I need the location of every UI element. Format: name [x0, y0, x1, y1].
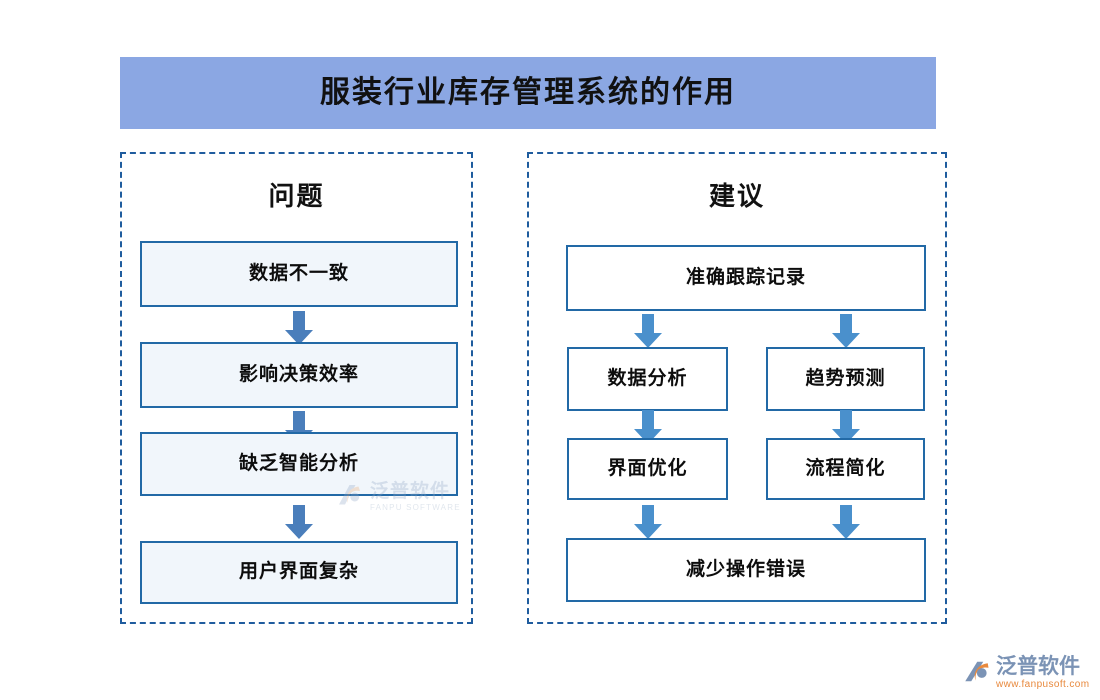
node-advice-5[interactable]: 流程简化: [766, 438, 925, 500]
arrow-advice-3-to-5: [832, 410, 860, 444]
title-banner: 服装行业库存管理系统的作用: [120, 57, 936, 129]
panel-problem: 问题: [120, 152, 473, 624]
node-problem-1-label: 数据不一致: [248, 262, 349, 284]
brand-name: 泛普软件: [996, 655, 1080, 678]
node-problem-3-label: 缺乏智能分析: [238, 452, 359, 474]
node-problem-3[interactable]: 缺乏智能分析: [140, 432, 458, 496]
node-problem-2-label: 影响决策效率: [238, 363, 359, 385]
arrow-problem-3-to-4: [285, 505, 313, 539]
panel-problem-heading: 问题: [268, 181, 325, 211]
node-advice-3[interactable]: 趋势预测: [766, 347, 925, 411]
node-advice-3-label: 趋势预测: [805, 367, 886, 389]
node-advice-5-label: 流程简化: [805, 457, 886, 479]
node-advice-6[interactable]: 减少操作错误: [566, 538, 926, 602]
page-title: 服装行业库存管理系统的作用: [320, 76, 736, 109]
arrow-advice-4-to-6: [634, 505, 662, 539]
arrow-problem-1-to-2: [285, 311, 313, 345]
fanpu-logo-icon: [963, 658, 993, 688]
node-problem-1[interactable]: 数据不一致: [140, 241, 458, 307]
node-advice-4-label: 界面优化: [607, 457, 688, 479]
node-advice-2-label: 数据分析: [607, 367, 688, 389]
arrow-advice-2-to-4: [634, 410, 662, 444]
node-advice-6-label: 减少操作错误: [685, 558, 806, 580]
arrow-advice-1-to-3: [832, 314, 860, 348]
brand-logo: 泛普软件 www.fanpusoft.com: [963, 652, 1095, 694]
panel-advice: 建议: [527, 152, 947, 624]
node-advice-2[interactable]: 数据分析: [567, 347, 728, 411]
node-problem-2[interactable]: 影响决策效率: [140, 342, 458, 408]
arrow-advice-1-to-2: [634, 314, 662, 348]
node-problem-4[interactable]: 用户界面复杂: [140, 541, 458, 604]
node-problem-4-label: 用户界面复杂: [238, 561, 359, 583]
panel-advice-heading: 建议: [708, 181, 765, 211]
node-advice-1[interactable]: 准确跟踪记录: [566, 245, 926, 311]
node-advice-1-label: 准确跟踪记录: [685, 266, 806, 288]
node-advice-4[interactable]: 界面优化: [567, 438, 728, 500]
arrow-advice-5-to-6: [832, 505, 860, 539]
brand-url: www.fanpusoft.com: [996, 679, 1090, 690]
